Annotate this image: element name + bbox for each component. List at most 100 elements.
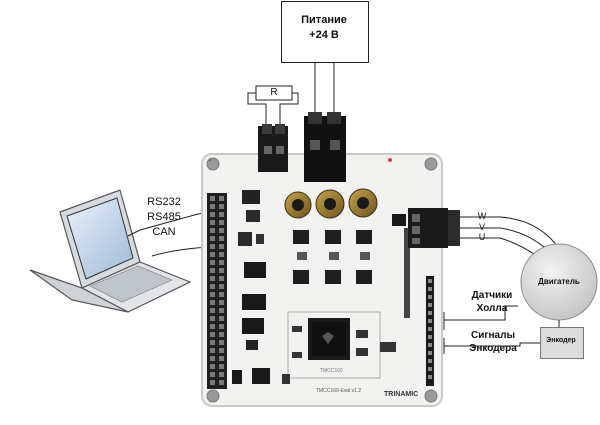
power-label-line2: +24 В: [309, 29, 339, 41]
header-pin: [428, 335, 432, 339]
header-pin: [210, 244, 215, 249]
resistor-wire: [247, 92, 267, 124]
phase-label-v: V: [478, 222, 485, 232]
header-pin: [210, 356, 215, 361]
phase-wire-w: [460, 216, 561, 251]
comm-label-rs232: RS232: [147, 196, 181, 208]
header-pin: [210, 268, 215, 273]
header-pin: [428, 279, 432, 283]
board-model: TMCC160-Eval v1.2: [316, 388, 361, 394]
header-pin: [219, 276, 224, 281]
encoder-box: [540, 327, 584, 359]
header-pin: [210, 260, 215, 265]
motor-terminal: [408, 208, 460, 248]
power-terminal: [304, 112, 346, 182]
header-pin: [210, 308, 215, 313]
header-pin: [219, 196, 224, 201]
header-pin: [210, 284, 215, 289]
header-pin: [219, 268, 224, 273]
header-pin: [219, 364, 224, 369]
header-pin: [219, 332, 224, 337]
header-pin: [219, 212, 224, 217]
header-pin: [219, 244, 224, 249]
header-pin: [219, 260, 224, 265]
header-pin: [210, 220, 215, 225]
header-pin: [219, 348, 224, 353]
power-label-line1: Питание: [301, 14, 347, 26]
header-pin: [210, 300, 215, 305]
header-pin: [210, 196, 215, 201]
capacitor-2: [315, 189, 345, 219]
phase-label-u: U: [478, 232, 486, 242]
left-header-pins: [210, 196, 224, 385]
header-pin: [210, 380, 215, 385]
header-pin: [219, 220, 224, 225]
board: TRINAMIC TMCC160-Eval v1.2 TMCC160: [201, 153, 443, 407]
mosfet-grid: [293, 230, 372, 284]
encoder-label: Энкодер: [546, 337, 576, 344]
hall-wire: [444, 305, 518, 321]
header-pin: [219, 372, 224, 377]
header-pin: [428, 375, 432, 379]
header-pin: [219, 292, 224, 297]
hall-label-line2: Холла: [476, 303, 508, 314]
header-pin: [210, 252, 215, 257]
header-pin: [219, 300, 224, 305]
header-pin: [428, 311, 432, 315]
hall-label-line1: Датчики: [471, 290, 513, 301]
capacitor-1: [284, 191, 312, 219]
header-pin: [210, 276, 215, 281]
header-pin: [210, 332, 215, 337]
comm-label-rs485: RS485: [147, 211, 181, 223]
header-pin: [219, 236, 224, 241]
header-pin: [210, 236, 215, 241]
header-pin: [219, 324, 224, 329]
header-pin: [210, 372, 215, 377]
header-pin: [219, 316, 224, 321]
header-pin: [210, 348, 215, 353]
header-pin: [428, 367, 432, 371]
main-chip: [308, 318, 350, 360]
laptop-icon: [29, 189, 192, 313]
motor-label: Двигатель: [538, 277, 580, 286]
encoder-signals-line1: Сигналы: [470, 330, 516, 341]
phase-wire-u: [460, 237, 541, 259]
header-pin: [219, 284, 224, 289]
resistor-label: R: [270, 87, 278, 98]
header-pin: [210, 228, 215, 233]
header-pin: [210, 316, 215, 321]
header-pin: [428, 287, 432, 291]
header-pin: [428, 319, 432, 323]
header-pin: [219, 252, 224, 257]
capacitor-3: [348, 188, 378, 218]
resistor-wire-2: [279, 92, 299, 124]
header-pin: [219, 204, 224, 209]
board-chip-label: TMCC160: [320, 368, 343, 374]
header-pin: [219, 356, 224, 361]
header-pin: [210, 340, 215, 345]
header-pin: [210, 292, 215, 297]
phase-label-w: W: [477, 211, 487, 221]
header-pin: [210, 212, 215, 217]
header-pin: [210, 204, 215, 209]
header-pin: [210, 324, 215, 329]
header-pin: [219, 380, 224, 385]
header-pin: [428, 343, 432, 347]
encoder-signals-line2: Энкодера: [469, 343, 517, 354]
header-pin: [428, 295, 432, 299]
header-pin: [219, 228, 224, 233]
header-pin: [210, 364, 215, 369]
power-box: [281, 1, 369, 63]
header-pin: [219, 340, 224, 345]
header-pin: [428, 327, 432, 331]
board-brand: TRINAMIC: [384, 391, 418, 398]
header-pin: [428, 303, 432, 307]
resistor-terminal: [258, 124, 288, 172]
header-pin: [219, 308, 224, 313]
comm-label-can: CAN: [152, 226, 176, 238]
header-pin: [428, 351, 432, 355]
header-pin: [428, 359, 432, 363]
encoder-wire: [444, 342, 540, 347]
